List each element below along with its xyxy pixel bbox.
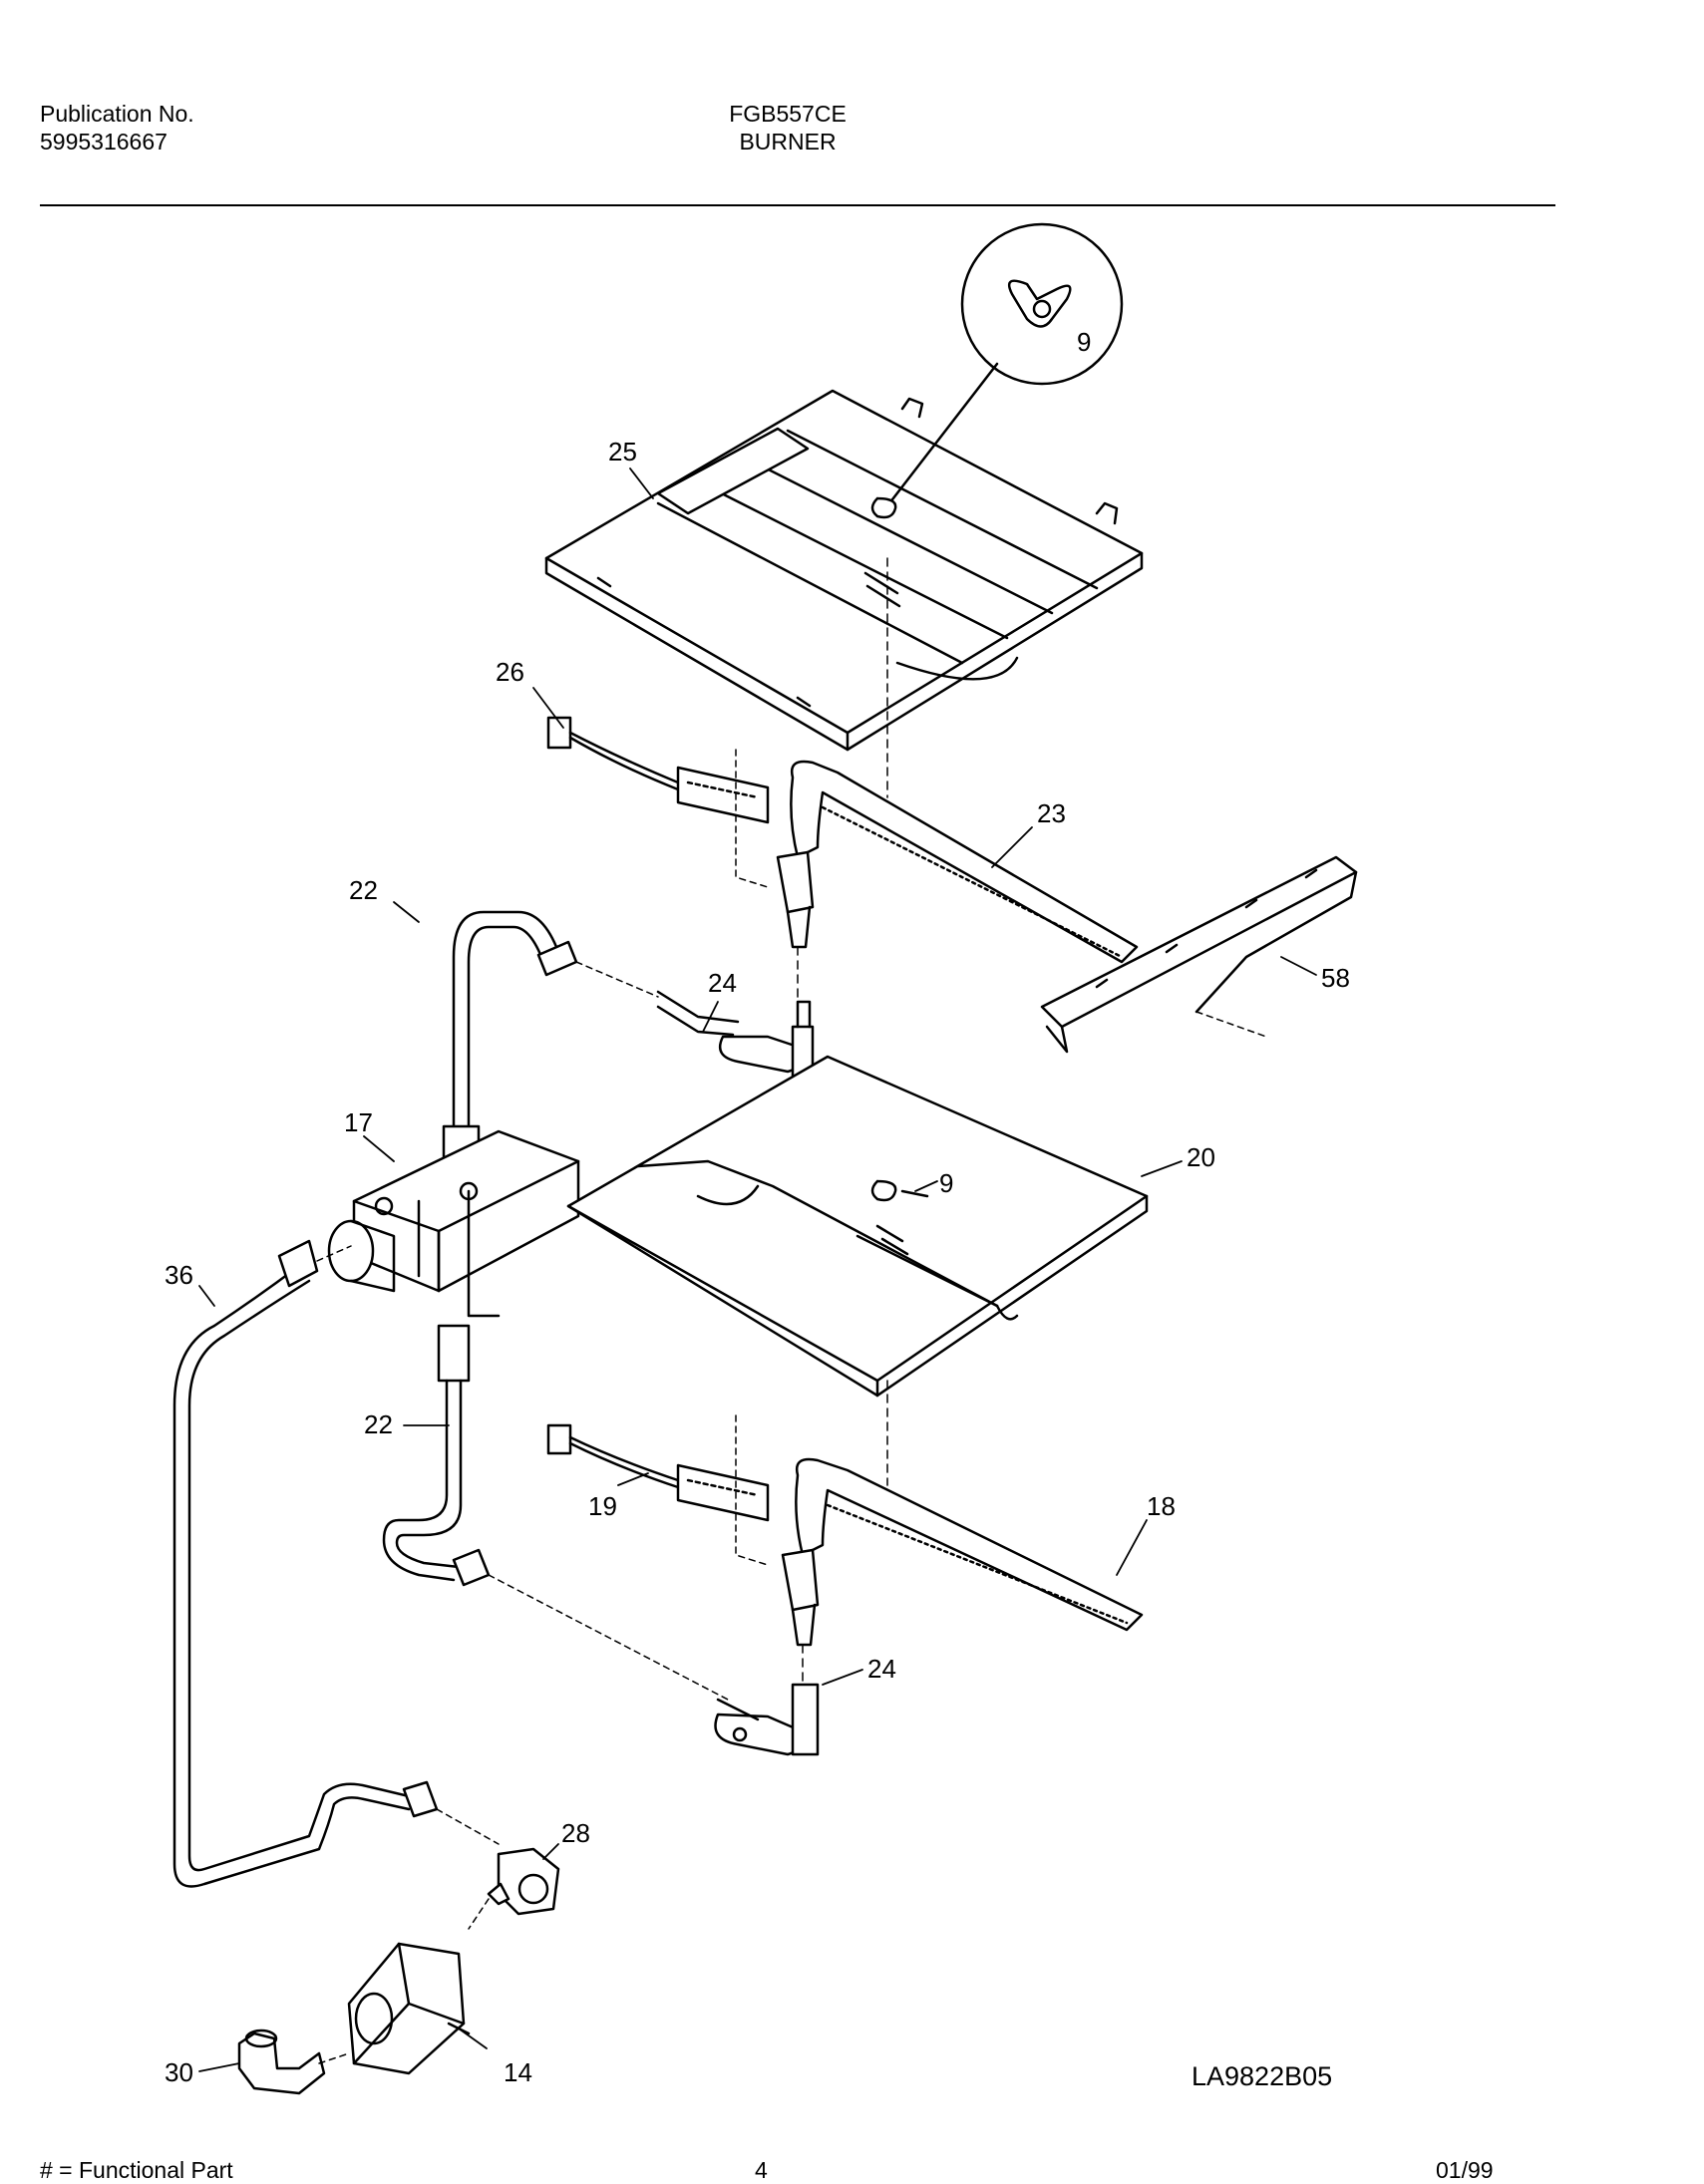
page-number: 4 xyxy=(755,2157,768,2183)
publication-block: Publication No. 5995316667 xyxy=(40,100,194,156)
callout-9-top: 9 xyxy=(1077,327,1091,357)
regulator-fitting xyxy=(468,1847,560,1930)
callout-24-bottom: 24 xyxy=(867,1654,896,1684)
publication-label: Publication No. xyxy=(40,101,194,127)
callout-19: 19 xyxy=(588,1491,617,1521)
revision-date: 01/99 xyxy=(1436,2157,1494,2183)
functional-part-legend: # = Functional Part xyxy=(40,2157,233,2183)
callout-9-mid: 9 xyxy=(939,1168,953,1198)
bottom-burner-tube xyxy=(781,1380,1144,1686)
elbow-fitting xyxy=(237,2028,350,2095)
gas-valve-assembly xyxy=(327,1129,580,1318)
top-burner-tube xyxy=(776,557,1139,1028)
callout-30: 30 xyxy=(165,2057,193,2087)
pressure-regulator xyxy=(347,1942,471,2075)
callout-23: 23 xyxy=(1037,798,1066,828)
callout-24-top: 24 xyxy=(708,968,737,998)
main-gas-tube xyxy=(172,1239,500,1888)
callout-22-top: 22 xyxy=(349,875,378,905)
burner-bracket xyxy=(1040,855,1358,1054)
publication-number: 5995316667 xyxy=(40,129,168,155)
callout-28: 28 xyxy=(561,1818,590,1848)
bottom-igniter xyxy=(546,1414,770,1566)
top-igniter xyxy=(546,716,770,888)
callout-18: 18 xyxy=(1147,1491,1176,1521)
top-orifice-holder xyxy=(656,990,815,1079)
callout-17: 17 xyxy=(344,1107,373,1137)
top-gas-tube xyxy=(442,910,659,1173)
model-number: FGB557CE xyxy=(729,101,847,127)
top-burner-baffle xyxy=(544,389,1144,752)
callout-26: 26 xyxy=(496,657,524,687)
callout-58: 58 xyxy=(1321,963,1350,993)
wing-nut-detail xyxy=(870,222,1124,519)
section-title: BURNER xyxy=(739,129,837,155)
callout-25: 25 xyxy=(608,437,637,467)
model-block: FGB557CE BURNER xyxy=(698,100,877,156)
bottom-burner-baffle xyxy=(566,1055,1149,1398)
callout-20: 20 xyxy=(1187,1142,1215,1172)
header-rule xyxy=(40,204,1555,206)
bottom-gas-tube xyxy=(382,1324,729,1701)
callout-36: 36 xyxy=(165,1260,193,1290)
bottom-orifice-holder xyxy=(714,1683,820,1756)
drawing-code: LA9822B05 xyxy=(1192,2061,1333,2091)
callout-22-bottom: 22 xyxy=(364,1409,393,1439)
callout-14: 14 xyxy=(504,2057,532,2087)
leader-lines xyxy=(198,468,1317,2072)
